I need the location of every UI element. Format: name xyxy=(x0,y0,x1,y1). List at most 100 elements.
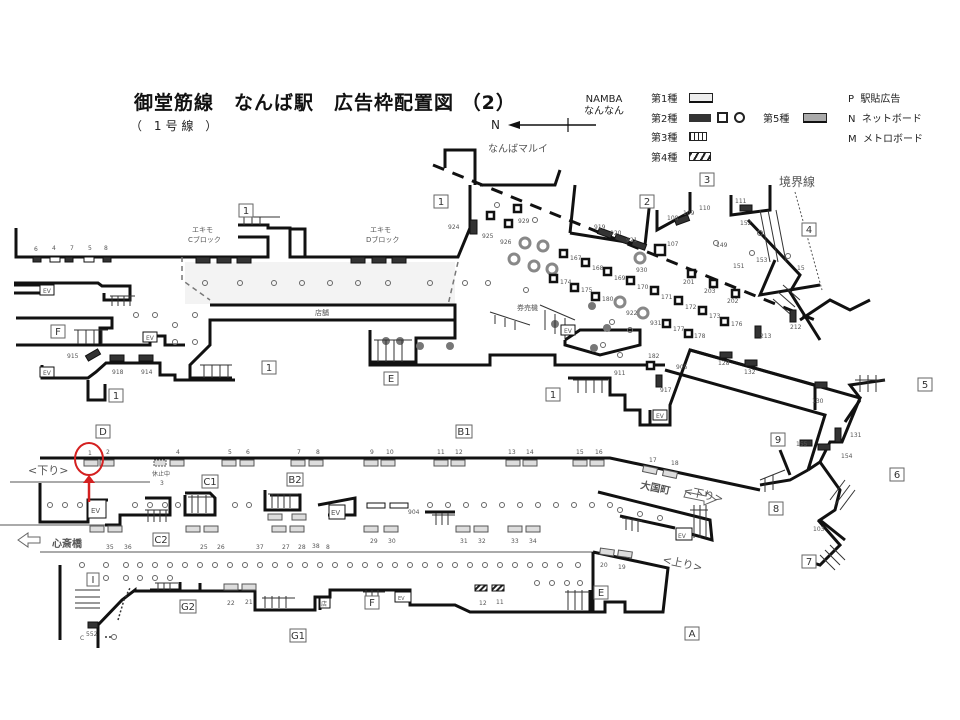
exit-F-platform: F xyxy=(364,595,380,610)
ad-number: 920 xyxy=(610,230,622,237)
ad-number: 27 xyxy=(282,544,290,551)
svg-text:8: 8 xyxy=(773,504,779,515)
ad-number: 152 xyxy=(740,220,752,227)
type2-icon xyxy=(689,113,712,122)
ad-number: 2 xyxy=(106,449,110,456)
type1-icon xyxy=(689,92,714,103)
svg-text:A: A xyxy=(689,629,696,640)
ad-number: 149 xyxy=(716,242,728,249)
ad-number: 182 xyxy=(648,353,660,360)
ad-number: 17 xyxy=(649,457,657,464)
svg-text:3: 3 xyxy=(704,175,710,186)
ad-number: 201 xyxy=(683,279,695,286)
exit-G2: G2 xyxy=(179,599,197,614)
platform-lower-ad-numbers: 22 21 12 11 20 19 904 552 C xyxy=(80,509,626,642)
legend-type3: 第3種 xyxy=(651,129,708,144)
exit-I: I xyxy=(86,572,100,587)
ad-number: 167 xyxy=(570,255,582,262)
type5-icon xyxy=(803,112,828,123)
ad-number: 8 xyxy=(104,245,108,252)
ev-label: EV xyxy=(656,413,665,420)
ad-number: 7 xyxy=(297,449,301,456)
svg-text:1: 1 xyxy=(438,197,444,208)
svg-text:C2: C2 xyxy=(154,535,167,546)
legend-type3-label: 第3種 xyxy=(651,133,678,144)
ad-number: 26 xyxy=(217,544,225,551)
ev-label: EV xyxy=(678,533,687,540)
ad-number: 169 xyxy=(614,275,626,282)
ev-label: EV xyxy=(398,596,405,602)
ad-number: 931 xyxy=(650,320,662,327)
ad-number: 914 xyxy=(141,369,153,376)
platform-columns xyxy=(47,502,663,586)
exit-3: 3 xyxy=(699,172,715,187)
exit-C2: C2 xyxy=(152,532,170,547)
suspended-label: 休止中 xyxy=(152,470,170,478)
ad-number: 36 xyxy=(124,544,132,551)
ad-number: 151 xyxy=(733,263,745,270)
exit-C1: C1 xyxy=(201,474,219,489)
ad-number: 176 xyxy=(731,321,743,328)
page-title: 御堂筋線 なんば駅 広告枠配置図 （2） xyxy=(134,92,516,114)
legend-p: P 駅貼広告 xyxy=(848,90,900,105)
ev-label: EV xyxy=(91,507,100,515)
legend-type1-label: 第1種 xyxy=(651,94,678,105)
namba-label: NAMBA なんなん xyxy=(584,94,624,118)
highlight-ad-1[interactable] xyxy=(74,442,104,502)
ekimo-d-label2: Dブロック xyxy=(366,235,399,244)
north-arrow-icon xyxy=(508,118,596,132)
ad-number: 915 xyxy=(67,353,79,360)
exit-7: 7 xyxy=(801,554,817,569)
dotted-path xyxy=(105,587,131,638)
ad-number: 31 xyxy=(460,538,468,545)
ad-number: 33 xyxy=(511,538,519,545)
ev-label: EV xyxy=(331,509,340,517)
namba-jp: なんなん xyxy=(584,106,624,117)
type2-board-552 xyxy=(87,621,99,629)
svg-text:I: I xyxy=(92,575,95,586)
column-552 xyxy=(111,634,117,640)
ad-number: 110 xyxy=(699,205,711,212)
ad-number: 905 xyxy=(676,364,688,371)
legend-type1: 第1種 xyxy=(651,90,714,105)
exit-2: 2 xyxy=(639,194,655,209)
ad-number: 18 xyxy=(671,460,679,467)
legend-n-label: ネットボード xyxy=(861,114,922,125)
ad-number: 6 xyxy=(34,246,38,253)
ad-number: 130 xyxy=(812,398,824,405)
legend-type4: 第4種 xyxy=(651,149,712,164)
direction-arrows xyxy=(17,490,717,548)
namba-en: NAMBA xyxy=(585,94,623,105)
svg-text:B2: B2 xyxy=(288,475,301,486)
svg-text:4: 4 xyxy=(806,225,812,236)
type4-icon xyxy=(689,152,712,161)
ad-number: 14 xyxy=(526,449,534,456)
ad-number: 12 xyxy=(479,600,487,607)
svg-text:G2: G2 xyxy=(181,602,195,613)
svg-text:E: E xyxy=(598,588,604,599)
exit-D: D xyxy=(95,424,111,439)
ad-number: 38 xyxy=(312,543,320,550)
ad-number: 21 xyxy=(245,599,253,606)
suspended-ad-number: 3 xyxy=(160,480,164,487)
ad-number: 922 xyxy=(626,310,638,317)
legend-n-key: N xyxy=(848,114,856,125)
ad-number: 7 xyxy=(70,245,74,252)
ad-number: 911 xyxy=(614,370,626,377)
exit-G1: G1 xyxy=(289,628,307,643)
exit-E-upper: E xyxy=(383,371,399,386)
ad-number: 103 xyxy=(813,526,825,533)
legend-m-key: M xyxy=(848,134,857,145)
legend-m-label: メトロボード xyxy=(863,134,923,145)
upper-concourse: EV EV EV EV EV エキモ Cブロック エキモ Dブロック 店舗 券売… xyxy=(14,148,933,571)
ad-number: 25 xyxy=(200,544,208,551)
shop-small-label: 店 xyxy=(321,600,327,608)
type3-icon xyxy=(689,132,708,141)
ad-number: 12 xyxy=(455,449,463,456)
svg-text:1: 1 xyxy=(550,390,556,401)
svg-text:F: F xyxy=(55,327,61,338)
ad-number: 128 xyxy=(718,360,730,367)
exit-1-marui: 1 xyxy=(433,194,449,209)
exit-4: 4 xyxy=(801,222,817,237)
